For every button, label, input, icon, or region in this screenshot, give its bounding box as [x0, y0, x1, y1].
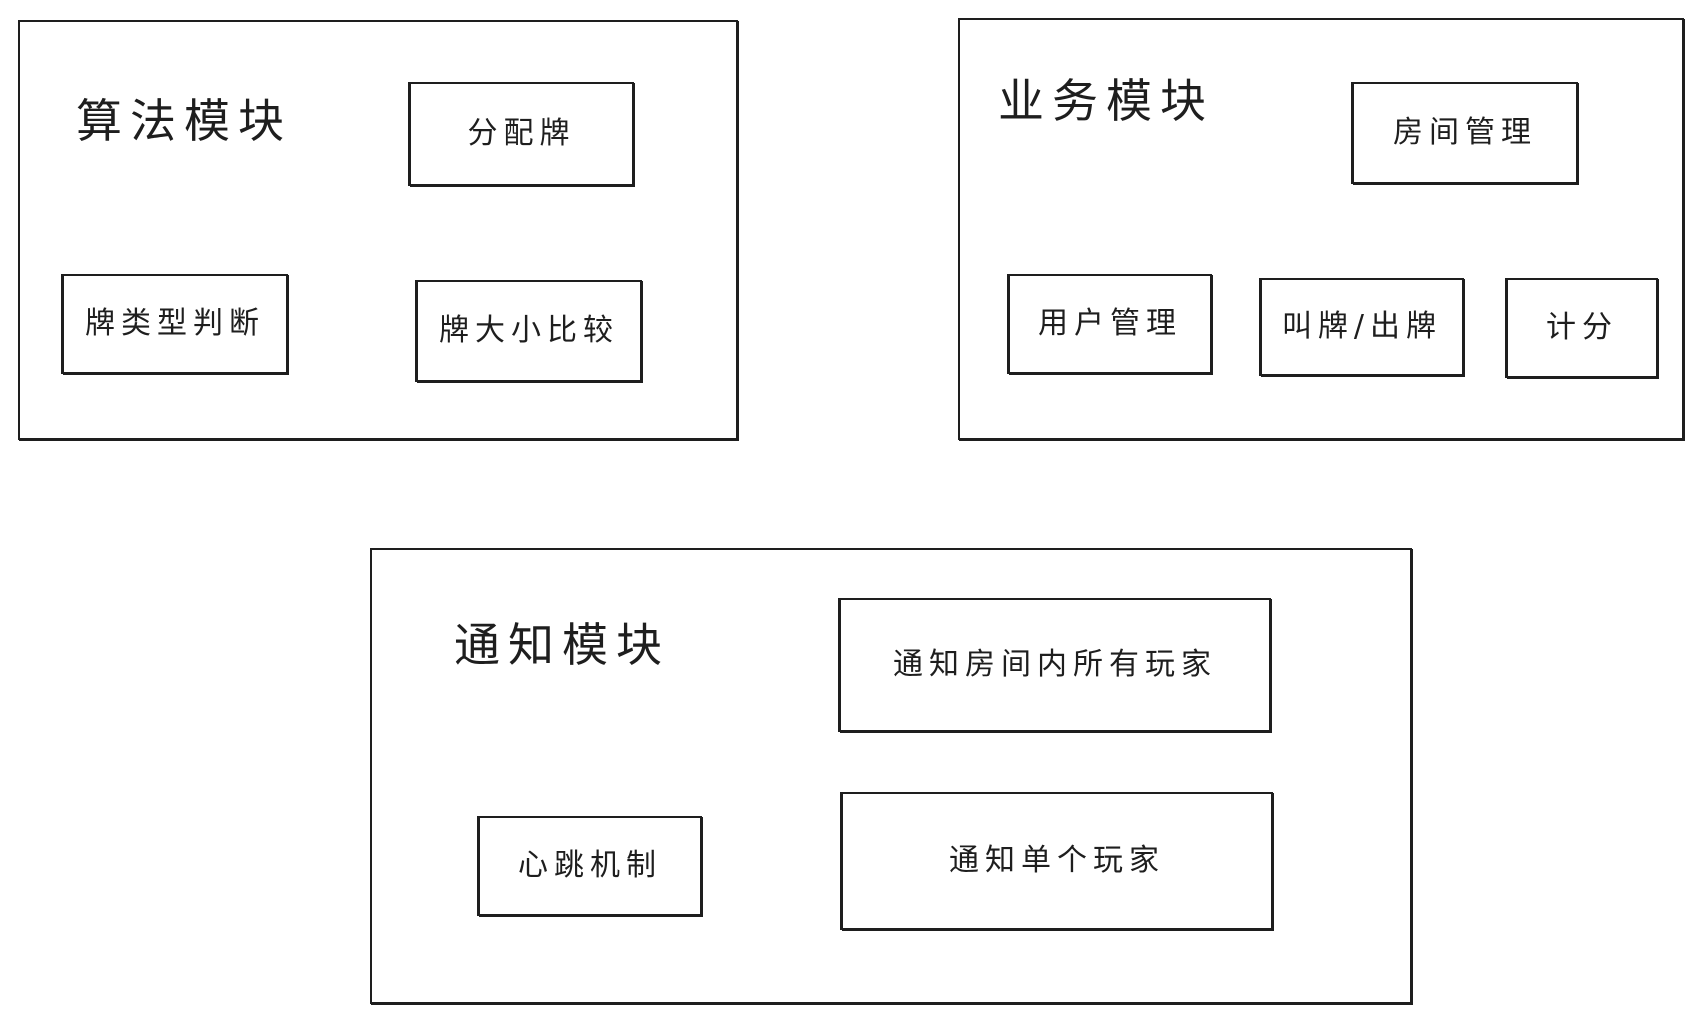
bid-play-label: 叫牌/出牌 [1281, 309, 1443, 344]
notification-module: 通知模块 通知房间内所有玩家 心跳机制 通知单个玩家 [370, 548, 1412, 1004]
room-management-box: 房间管理 [1352, 82, 1578, 184]
scoring-box: 计分 [1506, 278, 1658, 378]
user-management-label: 用户管理 [1038, 306, 1182, 341]
card-compare-box: 牌大小比较 [416, 280, 642, 382]
card-compare-label: 牌大小比较 [439, 313, 619, 348]
notify-single-player-box: 通知单个玩家 [841, 792, 1273, 930]
notification-module-title: 通知模块 [454, 618, 670, 672]
notify-all-players-box: 通知房间内所有玩家 [839, 598, 1271, 732]
card-type-check-box: 牌类型判断 [62, 274, 288, 374]
algorithm-module: 算法模块 分配牌 牌类型判断 牌大小比较 [18, 20, 738, 440]
notify-single-player-label: 通知单个玩家 [949, 843, 1165, 878]
business-module: 业务模块 房间管理 用户管理 叫牌/出牌 计分 [958, 18, 1684, 440]
bid-play-box: 叫牌/出牌 [1260, 278, 1464, 376]
deal-cards-label: 分配牌 [467, 116, 576, 151]
business-module-title: 业务模块 [998, 74, 1214, 128]
card-type-check-label: 牌类型判断 [85, 306, 265, 341]
algorithm-module-title: 算法模块 [76, 94, 292, 148]
notify-all-players-label: 通知房间内所有玩家 [893, 647, 1217, 682]
heartbeat-box: 心跳机制 [478, 816, 702, 916]
user-management-box: 用户管理 [1008, 274, 1212, 374]
deal-cards-box: 分配牌 [409, 82, 634, 186]
heartbeat-label: 心跳机制 [518, 848, 662, 883]
scoring-label: 计分 [1546, 310, 1618, 345]
room-management-label: 房间管理 [1393, 115, 1537, 150]
